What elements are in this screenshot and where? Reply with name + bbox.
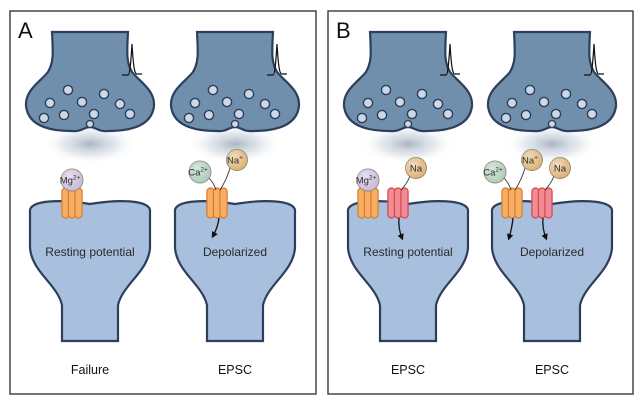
- synaptic-vesicle: [259, 98, 271, 110]
- action-potential-trace: [267, 43, 287, 76]
- membrane-state-label: Resting potential: [363, 245, 452, 259]
- fusing-vesicle: [85, 119, 95, 129]
- synaptic-vesicle: [550, 108, 562, 120]
- synaptic-vesicle: [356, 112, 368, 124]
- membrane-state-label: Depolarized: [520, 245, 584, 259]
- synaptic-vesicle: [203, 109, 215, 121]
- outcome-label: EPSC: [218, 363, 252, 377]
- ion-influx-arrow: [541, 217, 548, 241]
- ion-charge: +: [239, 155, 243, 162]
- ion-charge: 2+: [369, 175, 377, 182]
- action-potential-trace: [584, 43, 604, 76]
- fusing-vesicle: [547, 119, 557, 129]
- ion-influx-arrow: [507, 217, 514, 241]
- synaptic-vesicle: [524, 84, 536, 96]
- synaptic-vesicle: [520, 109, 532, 121]
- synaptic-cleft-glow: [187, 124, 283, 164]
- ion-influx-arrow: [211, 217, 220, 239]
- synaptic-vesicle: [538, 96, 550, 108]
- nmda-receptor: [61, 187, 83, 219]
- synaptic-vesicle: [394, 96, 406, 108]
- synaptic-vesicle: [432, 98, 444, 110]
- ion-path-line: [503, 177, 512, 191]
- synaptic-vesicle: [506, 97, 518, 109]
- ion-path-line: [544, 175, 555, 191]
- synaptic-vesicle: [98, 88, 110, 100]
- ion-path-line: [514, 167, 526, 191]
- synaptic-vesicle: [576, 98, 588, 110]
- ion-charge: 2+: [73, 175, 81, 182]
- synaptic-vesicle: [221, 96, 233, 108]
- synaptic-vesicle: [442, 108, 454, 120]
- ampa-receptor: [387, 187, 409, 219]
- action-potential-trace: [440, 43, 460, 76]
- synaptic-vesicle: [207, 84, 219, 96]
- ion-charge: +: [534, 155, 538, 162]
- synaptic-vesicle: [62, 84, 74, 96]
- ion-path-line: [208, 177, 217, 191]
- synaptic-vesicle: [269, 108, 281, 120]
- synaptic-vesicle: [44, 97, 56, 109]
- ion-charge: 2+: [200, 167, 208, 174]
- nmda-receptor: [357, 187, 379, 219]
- synaptic-vesicle: [88, 108, 100, 120]
- synaptic-vesicle: [233, 108, 245, 120]
- synaptic-vesicle: [58, 109, 70, 121]
- synaptic-vesicle: [189, 97, 201, 109]
- synaptic-vesicle: [586, 108, 598, 120]
- ion-path-line: [400, 175, 411, 191]
- panel-letter: A: [18, 18, 33, 43]
- synaptic-vesicle: [362, 97, 374, 109]
- outcome-label: EPSC: [535, 363, 569, 377]
- synaptic-vesicle: [376, 109, 388, 121]
- na-ion: Na+: [226, 149, 248, 171]
- na-ion: Na+: [521, 149, 543, 171]
- synaptic-vesicle: [243, 88, 255, 100]
- ion-charge: 2+: [495, 167, 503, 174]
- ion-label: Na+: [522, 155, 538, 167]
- synaptic-vesicle: [560, 88, 572, 100]
- ion-path-line: [219, 167, 231, 191]
- ampa-receptor: [531, 187, 553, 219]
- nmda-receptor: [501, 187, 523, 219]
- fusing-vesicle: [230, 119, 240, 129]
- ion-label: Na+: [227, 155, 243, 167]
- synaptic-cleft-glow: [42, 124, 138, 164]
- synaptic-vesicle: [114, 98, 126, 110]
- outcome-label: EPSC: [391, 363, 425, 377]
- action-potential-trace: [122, 43, 142, 76]
- ca-ion: Ca2+: [188, 160, 212, 184]
- na-ion: Na: [405, 157, 427, 179]
- ca-ion: Ca2+: [483, 160, 507, 184]
- panel-letter: B: [336, 18, 351, 43]
- na-ion: Na: [549, 157, 571, 179]
- synaptic-vesicle: [500, 112, 512, 124]
- synaptic-vesicle: [183, 112, 195, 124]
- synaptic-vesicle: [38, 112, 50, 124]
- membrane-state-label: Depolarized: [203, 245, 267, 259]
- synaptic-vesicle: [76, 96, 88, 108]
- fusing-vesicle: [403, 119, 413, 129]
- synaptic-vesicle: [124, 108, 136, 120]
- ion-label: Na: [554, 164, 567, 175]
- nmda-receptor: [206, 187, 228, 219]
- synaptic-vesicle: [406, 108, 418, 120]
- synaptic-vesicle: [380, 84, 392, 96]
- ion-label: Na: [410, 164, 423, 175]
- mg-ion: Mg2+: [60, 168, 84, 192]
- outcome-label: Failure: [71, 363, 109, 377]
- membrane-state-label: Resting potential: [45, 245, 134, 259]
- synaptic-cleft-glow: [360, 124, 456, 164]
- synaptic-vesicle: [416, 88, 428, 100]
- ion-influx-arrow: [397, 217, 404, 241]
- mg-ion: Mg2+: [356, 168, 380, 192]
